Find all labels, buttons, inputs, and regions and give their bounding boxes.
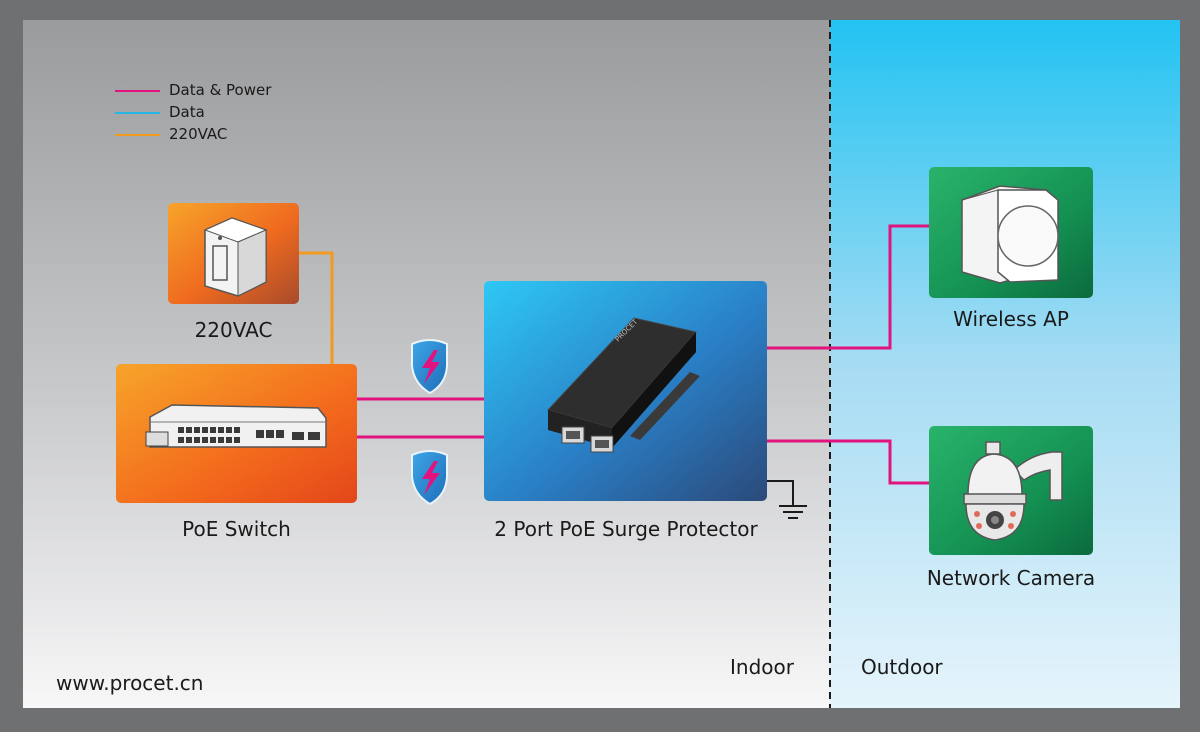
poe-switch-device	[116, 364, 357, 503]
legend-label-ac: 220VAC	[169, 125, 228, 143]
legend-label-data: Data	[169, 103, 205, 121]
indoor-label: Indoor	[730, 655, 794, 679]
outdoor-label: Outdoor	[861, 655, 943, 679]
poe-switch-label: PoE Switch	[182, 517, 291, 541]
outdoor-zone	[830, 20, 1180, 708]
legend	[115, 90, 160, 136]
network-camera-label: Network Camera	[926, 566, 1096, 590]
ground-icon	[767, 480, 807, 519]
ac-power-line	[298, 251, 334, 365]
wireless-ap-icon	[961, 185, 1059, 284]
surge-protector-label: 2 Port PoE Surge Protector	[494, 517, 758, 541]
wireless-ap-label: Wireless AP	[953, 307, 1069, 331]
website-link[interactable]: www.procet.cn	[56, 671, 204, 695]
ups-label: 220VAC	[194, 318, 273, 342]
surge-shield-icon-top	[411, 339, 448, 395]
network-camera-device	[929, 426, 1093, 555]
poe-line-to-camera	[767, 439, 930, 485]
switch-icon	[145, 404, 327, 448]
surge-shield-icon-bottom	[411, 450, 448, 506]
surge-protector-device: PROCET	[484, 281, 767, 501]
wireless-ap-device	[929, 167, 1093, 298]
ups-icon	[203, 217, 268, 297]
ups-device	[168, 203, 299, 304]
poe-line-to-ap	[767, 224, 930, 350]
legend-label-data-power: Data & Power	[169, 81, 272, 99]
ptz-camera-icon	[963, 441, 1063, 541]
